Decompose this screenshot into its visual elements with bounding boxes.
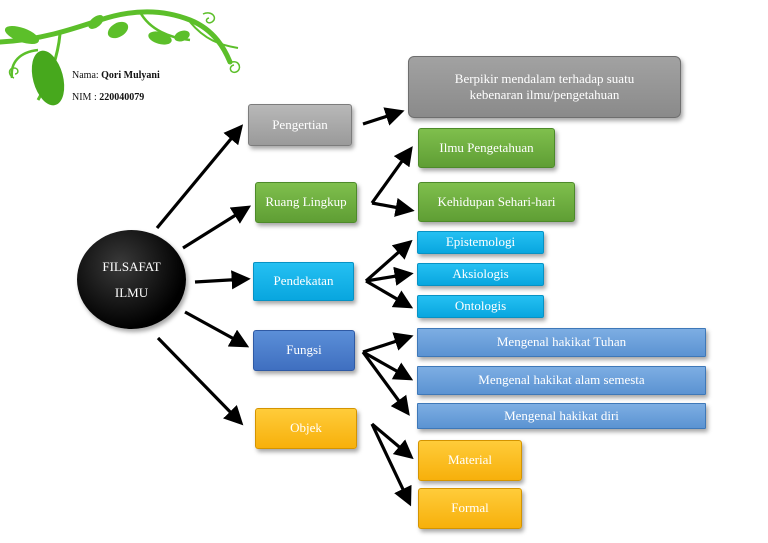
node-material: Material <box>418 440 522 481</box>
arrow-pendekatan-aksiologis <box>365 266 414 286</box>
node-formal: Formal <box>418 488 522 529</box>
arrow-fungsi-alam <box>362 350 414 381</box>
node-kehidupan-sehari-hari: Kehidupan Sehari-hari <box>418 182 575 222</box>
arrow-pengertian-def <box>362 107 405 126</box>
node-aksiologis: Aksiologis <box>417 263 544 286</box>
arrow-objek-formal <box>370 423 412 507</box>
arrow-center-ruang-lingkup <box>182 205 252 250</box>
node-ontologis: Ontologis <box>417 295 544 318</box>
identity-block: Nama: Qori Mulyani NIM : 220040079 <box>72 65 160 109</box>
node-pengertian: Pengertian <box>248 104 352 146</box>
node-ilmu-pengetahuan: Ilmu Pengetahuan <box>418 128 555 168</box>
arrow-objek-material <box>370 422 414 460</box>
arrow-center-pendekatan <box>194 270 251 290</box>
arrow-center-pengertian <box>155 124 244 230</box>
node-pendekatan: Pendekatan <box>253 262 354 301</box>
arrow-pendekatan-ontologis <box>365 279 414 309</box>
nim-row: NIM : 220040079 <box>72 87 160 109</box>
arrow-fungsi-tuhan <box>362 332 414 354</box>
name-label: Nama: <box>72 70 99 81</box>
node-objek: Objek <box>255 408 357 449</box>
nim-label: NIM : <box>72 92 97 103</box>
node-fungsi: Fungsi <box>253 330 355 371</box>
name-row: Nama: Qori Mulyani <box>72 65 160 87</box>
node-hakikat-alam-semesta: Mengenal hakikat alam semesta <box>417 366 706 395</box>
arrow-ruang-kehidupan <box>371 197 415 217</box>
node-hakikat-tuhan: Mengenal hakikat Tuhan <box>417 328 706 357</box>
arrow-center-objek <box>156 336 244 426</box>
node-pengertian-definition: Berpikir mendalam terhadap suatu kebenar… <box>408 56 681 118</box>
node-epistemologi: Epistemologi <box>417 231 544 254</box>
nim-value: 220040079 <box>99 92 145 103</box>
center-line-2: ILMU <box>114 284 149 300</box>
vine-decoration <box>0 9 241 106</box>
arrow-pendekatan-epistemologi <box>364 239 413 283</box>
arrow-center-fungsi <box>184 310 250 348</box>
name-value: Qori Mulyani <box>101 70 160 81</box>
arrow-ruang-ilmu <box>370 146 413 204</box>
node-hakikat-diri: Mengenal hakikat diri <box>417 403 706 429</box>
arrow-fungsi-diri <box>361 351 410 416</box>
center-node-filsafat-ilmu: FILSAFAT ILMU <box>77 230 186 329</box>
node-ruang-lingkup: Ruang Lingkup <box>255 182 357 223</box>
center-line-1: FILSAFAT <box>102 258 161 274</box>
